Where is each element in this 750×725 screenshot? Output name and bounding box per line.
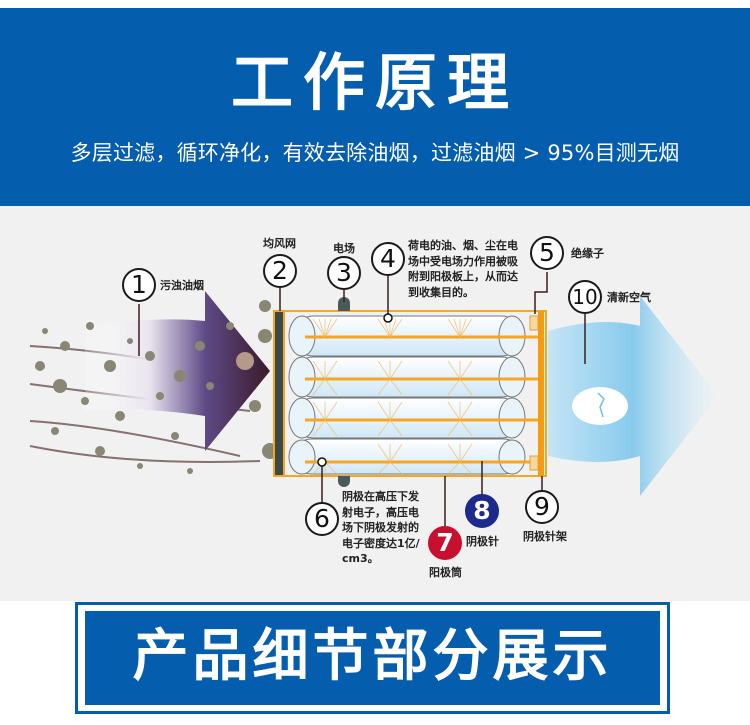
callout-10-label: 清新空气 xyxy=(607,291,651,304)
callout-6-description: 阴极在高压下发射电子，高压电场下阴极发射的电子密度达1亿/cm3。 xyxy=(342,490,420,565)
callout-3-label: 电场 xyxy=(333,242,355,255)
callout-1-marker: 1 xyxy=(122,268,156,302)
callout-7-label: 阳极筒 xyxy=(429,566,462,579)
callout-1-label: 污浊油烟 xyxy=(160,279,204,292)
page-title: 工作原理 xyxy=(230,46,519,119)
page-subtitle: 多层过滤，循环净化，有效去除油烟，过滤油烟 > 95%目测无烟 xyxy=(70,141,680,165)
section-banner: 产品细节部分展示 xyxy=(75,602,670,714)
callout-2-label: 均风网 xyxy=(263,237,296,250)
discharge-sparks xyxy=(312,318,473,475)
anode-tubes xyxy=(288,315,526,475)
electric-field-terminal xyxy=(338,297,350,311)
air-distribution-mesh xyxy=(273,310,285,477)
callout-4-description: 荷电的油、烟、尘在电场中受电场力作用被吸附到阳极板上，从而达到收集目的。 xyxy=(408,239,518,299)
callout-10-marker: 10 xyxy=(568,280,602,314)
working-principle-diagram: 1 污浊油烟 2 均风网 3 电场 4 荷电的油、烟、尘在电场中受电场力作用被吸… xyxy=(0,206,750,601)
callout-8-label: 阴极针 xyxy=(466,535,499,548)
insulator xyxy=(529,315,539,331)
callout-8-marker: 8 xyxy=(465,494,499,528)
clean-air-arrow xyxy=(548,296,718,496)
header-band: 工作原理 多层过滤，循环净化，有效去除油烟，过滤油烟 > 95%目测无烟 xyxy=(0,8,750,206)
section-banner-title: 产品细节部分展示 xyxy=(85,611,660,705)
callout-5-marker: 5 xyxy=(530,236,564,270)
callout-9-marker: 9 xyxy=(525,490,559,524)
callout-6-marker: 6 xyxy=(305,502,339,536)
callout-7-marker: 7 xyxy=(428,526,462,560)
callout-2-marker: 2 xyxy=(263,254,297,288)
callout-9-label: 阴极针架 xyxy=(523,530,567,543)
smoke-particles xyxy=(35,300,278,474)
callout-3-marker: 3 xyxy=(327,256,361,290)
cathode-needle-frame xyxy=(538,311,544,476)
cathode-needles xyxy=(305,335,540,464)
leader-lines xyxy=(138,272,586,526)
diagram-illustration xyxy=(29,272,718,526)
callout-4-marker: 4 xyxy=(371,242,405,276)
callout-5-label: 绝缘子 xyxy=(571,247,604,260)
